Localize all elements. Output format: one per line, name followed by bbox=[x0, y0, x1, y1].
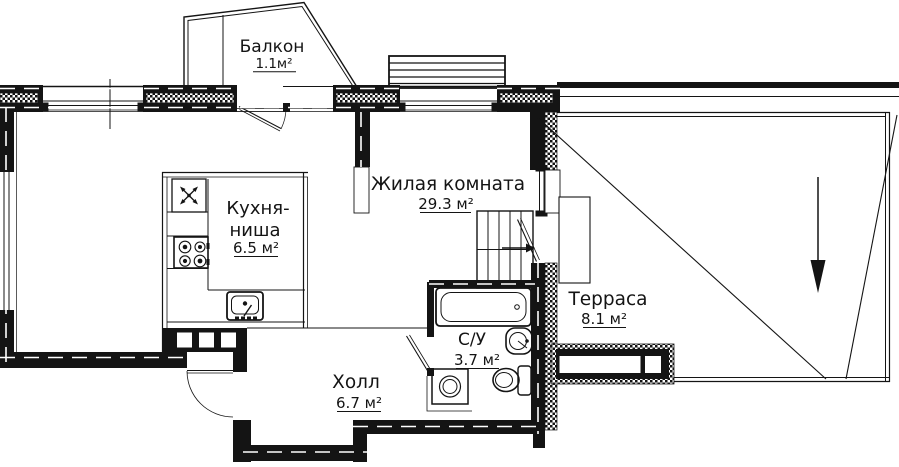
south-wall bbox=[0, 352, 187, 368]
south-wall-lower bbox=[243, 445, 367, 461]
terrace bbox=[536, 82, 899, 385]
living-room-name: Жилая комната bbox=[371, 174, 525, 195]
window-west bbox=[0, 168, 14, 314]
window-living-room-top bbox=[399, 85, 498, 112]
balcony-outline bbox=[183, 1, 358, 109]
bathroom-door bbox=[406, 334, 433, 375]
kitchen bbox=[161, 171, 308, 352]
stove bbox=[173, 236, 210, 269]
kitchen-hall-partition bbox=[163, 328, 247, 352]
balcony-area: 1.1м² bbox=[255, 56, 292, 72]
stairs bbox=[476, 210, 535, 289]
terrace-area: 8.1 м² bbox=[581, 310, 627, 328]
bathroom-name: С/У bbox=[458, 330, 487, 350]
living-room-area: 29.3 м² bbox=[418, 195, 474, 213]
corner-pier bbox=[497, 85, 560, 171]
washing-machine bbox=[431, 368, 469, 405]
duct bbox=[353, 166, 370, 214]
terrace-direction-arrow bbox=[810, 177, 826, 293]
window-living-to-terrace bbox=[535, 165, 561, 217]
terrace-top-wall bbox=[557, 82, 899, 88]
fan-cross-icon bbox=[180, 186, 198, 205]
exterior-grate bbox=[388, 55, 506, 89]
hall-area: 6.7 м² bbox=[336, 394, 382, 412]
kitchen-name-line1: Кухня- bbox=[226, 198, 289, 219]
bathtub bbox=[435, 287, 532, 327]
terrace-name: Терраса bbox=[567, 289, 647, 310]
balcony-name: Балкон bbox=[240, 37, 305, 57]
kitchen-area: 6.5 м² bbox=[233, 239, 279, 257]
balcony-door bbox=[237, 106, 287, 132]
vanity-sink bbox=[505, 327, 533, 355]
kitchen-name-line2: ниша bbox=[230, 220, 281, 241]
toilet bbox=[492, 365, 532, 396]
hall bbox=[243, 327, 545, 462]
wall-stub bbox=[355, 112, 370, 167]
wall-dash-texture bbox=[0, 87, 560, 453]
bathroom-area: 3.7 м² bbox=[454, 351, 500, 369]
terrace-door bbox=[516, 217, 540, 262]
left-room bbox=[0, 105, 251, 462]
bathroom-left-wall bbox=[427, 282, 434, 337]
ventilation-shaft bbox=[171, 178, 207, 213]
kitchen-sink bbox=[226, 291, 264, 321]
door-left-room-to-hall bbox=[186, 370, 234, 418]
hall-name: Холл bbox=[332, 372, 380, 393]
terrace-side-structure bbox=[558, 196, 591, 284]
terrace-planter bbox=[550, 343, 675, 385]
room-labels: Балкон 1.1м² Жилая комната 29.3 м² Кухня… bbox=[226, 37, 648, 412]
north-wall bbox=[0, 79, 560, 171]
terrace-diagonals bbox=[536, 114, 898, 380]
